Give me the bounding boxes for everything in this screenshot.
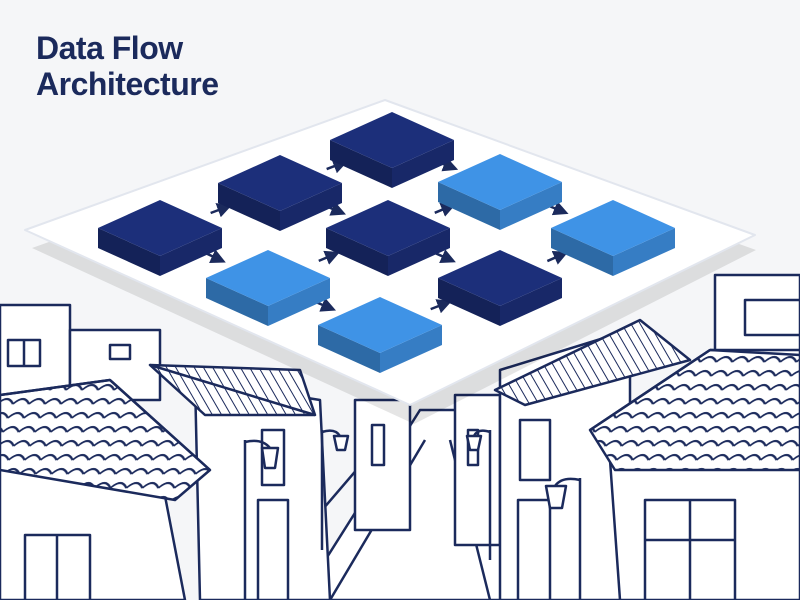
block-right-face: [380, 325, 442, 373]
block-top-face: [206, 250, 330, 306]
connection-arrow-b5-b8: [434, 249, 456, 264]
right-mid-building: [493, 318, 692, 600]
block-b5: [326, 200, 450, 276]
connection-arrow-b8-b6: [546, 250, 569, 265]
block-b4: [438, 154, 562, 230]
page-title: Data Flow Architecture: [36, 30, 219, 102]
block-top-face: [438, 154, 562, 210]
block-left-face: [438, 278, 500, 326]
block-top-face: [326, 200, 450, 256]
block-left-face: [318, 325, 380, 373]
block-top-face: [330, 112, 454, 168]
block-left-face: [326, 228, 388, 276]
alley-scene: [0, 273, 800, 600]
street-lamp-left-far: [320, 429, 350, 550]
title-line-2: Architecture: [36, 66, 219, 102]
block-right-face: [500, 182, 562, 230]
connection-arrow-b7-b5: [318, 250, 341, 265]
block-top-face: [551, 200, 675, 256]
left-foreground-building: [0, 378, 212, 600]
block-top-face: [318, 297, 442, 353]
block-right-face: [388, 228, 450, 276]
distant-buildings: [353, 393, 502, 547]
block-top-face: [98, 200, 222, 256]
block-right-face: [613, 228, 675, 276]
block-b7: [206, 250, 330, 326]
block-right-face: [392, 140, 454, 188]
block-b6: [551, 200, 675, 276]
title-line-1: Data Flow: [36, 30, 183, 66]
block-left-face: [330, 140, 392, 188]
block-b3: [330, 112, 454, 188]
block-left-face: [206, 278, 268, 326]
block-b9: [318, 297, 442, 373]
block-b2: [218, 155, 342, 231]
block-left-face: [218, 183, 280, 231]
block-right-face: [280, 183, 342, 231]
block-left-face: [438, 182, 500, 230]
blocks: [98, 112, 675, 373]
left-mid-building: [148, 363, 332, 600]
street-lamp-right-far: [465, 429, 492, 560]
block-b8: [438, 250, 562, 326]
street-lamp-left: [243, 439, 280, 600]
block-top-face: [438, 250, 562, 306]
connections: [204, 157, 569, 314]
block-left-face: [551, 228, 613, 276]
connection-arrow-b1-b2: [210, 203, 233, 218]
block-right-face: [160, 228, 222, 276]
block-b1: [98, 200, 222, 276]
street-lamp-right: [544, 477, 582, 600]
connection-arrow-b9-b8: [430, 299, 453, 314]
right-foreground-building: [588, 348, 800, 600]
block-left-face: [98, 228, 160, 276]
block-right-face: [500, 278, 562, 326]
block-top-face: [218, 155, 342, 211]
block-right-face: [268, 278, 330, 326]
